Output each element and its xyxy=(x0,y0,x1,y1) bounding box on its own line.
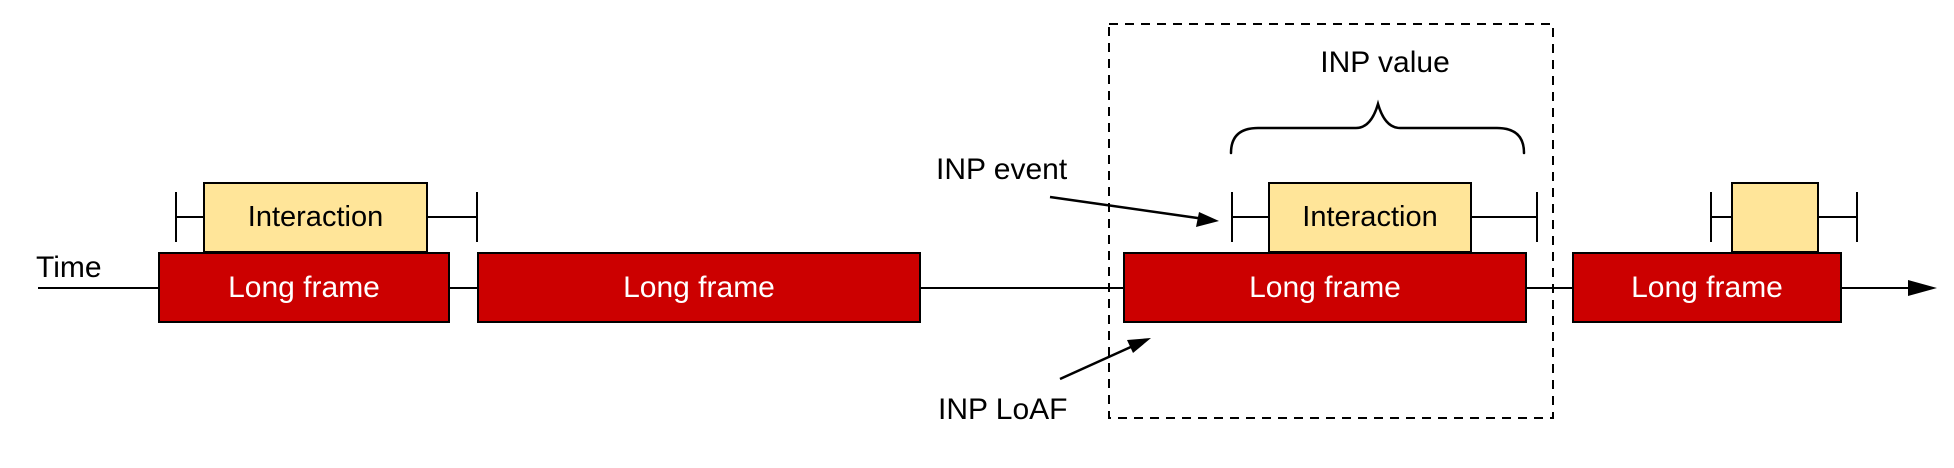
long-frame-box: Long frame xyxy=(477,252,921,323)
bracket-connector xyxy=(1710,216,1733,218)
timeline-line xyxy=(38,287,1913,289)
bracket-connector xyxy=(1819,216,1858,218)
interaction-box: Interaction xyxy=(1268,182,1472,253)
bracket-connector xyxy=(1472,216,1538,218)
long-frame-box: Long frame xyxy=(1572,252,1842,323)
inp-value-label: INP value xyxy=(1320,46,1450,79)
long-frame-label: Long frame xyxy=(228,270,380,304)
inp-value-brace xyxy=(1229,99,1526,155)
inp-event-label: INP event xyxy=(936,153,1068,186)
long-frame-label: Long frame xyxy=(1631,270,1783,304)
long-frame-box: Long frame xyxy=(158,252,450,323)
inp-event-arrow xyxy=(1049,195,1219,227)
inp-loaf-label: INP LoAF xyxy=(938,393,1068,426)
inp-loaf-arrow xyxy=(1059,338,1151,381)
interaction-label: Interaction xyxy=(1302,201,1438,233)
interaction-box xyxy=(1731,182,1819,253)
interaction-label: Interaction xyxy=(247,201,384,233)
interaction-box: Interaction xyxy=(203,182,428,253)
long-frame-box: Long frame xyxy=(1123,252,1527,323)
long-frame-label: Long frame xyxy=(1249,270,1401,304)
time-axis-label: Time xyxy=(36,251,102,284)
long-frame-label: Long frame xyxy=(623,270,775,304)
bracket-connector xyxy=(1231,216,1270,218)
bracket-connector xyxy=(175,216,205,218)
bracket-connector xyxy=(428,216,478,218)
